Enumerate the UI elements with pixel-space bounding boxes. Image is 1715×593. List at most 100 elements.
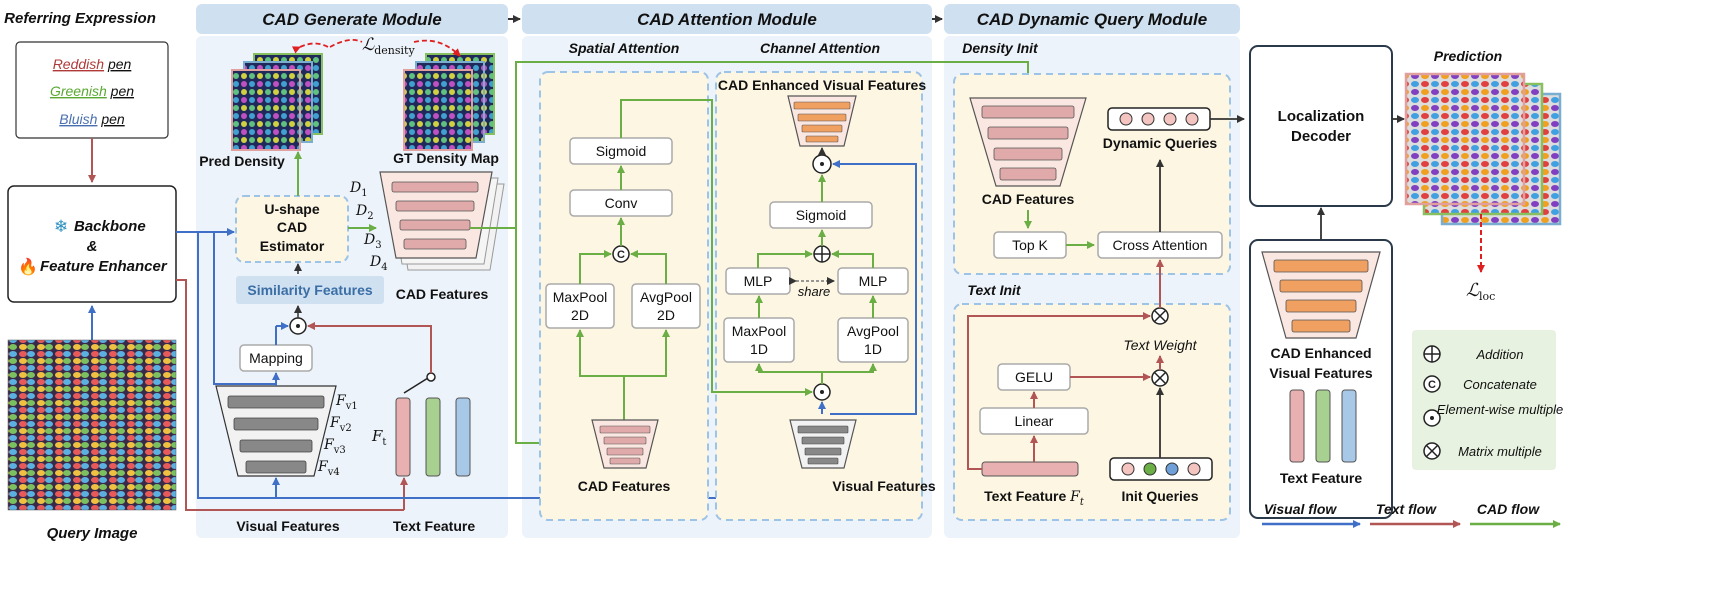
ft-label: Ft xyxy=(371,427,386,448)
gt-density-label: GT Density Map xyxy=(393,150,499,166)
text-bar-red xyxy=(395,397,411,477)
estimator-line1: U-shape xyxy=(264,201,319,217)
text-init-title: Text Init xyxy=(967,282,1021,298)
attention-visual-pyramid xyxy=(789,419,857,469)
svg-text:Greenish pen: Greenish pen xyxy=(50,83,134,99)
avgpool1d-line1: AvgPool xyxy=(847,323,899,339)
cad-enhanced-label: CAD Enhanced Visual Features xyxy=(718,77,926,93)
switch-line xyxy=(403,377,429,394)
fv4-label: Fv4 xyxy=(317,459,340,478)
text-to-multiply-flow xyxy=(307,322,432,373)
text-feature-label: Text Feature xyxy=(393,518,475,534)
svg-text:Reddish pen: Reddish pen xyxy=(53,56,132,72)
cad-features-stack xyxy=(379,171,505,271)
visual-features-pyramid xyxy=(215,385,337,477)
fire-icon: 🔥 xyxy=(18,257,38,276)
referring-item-1: Reddish pen xyxy=(53,56,132,72)
mlp-left-to-add xyxy=(757,250,813,268)
density-loss-label: ℒdensity xyxy=(362,35,415,57)
attention-visual-features-label: Visual Features xyxy=(832,478,935,494)
dynamic-query-4 xyxy=(1185,112,1199,126)
maxpool-to-concat xyxy=(579,250,612,284)
generate-module-header-bg xyxy=(196,4,508,34)
init-queries-label: Init Queries xyxy=(1121,488,1198,504)
legend-cad-flow-label: CAD flow xyxy=(1477,501,1540,517)
d1-label: D1 xyxy=(349,180,368,199)
prediction-stack xyxy=(1404,72,1562,226)
d2-label: D2 xyxy=(355,203,374,222)
textbar-to-mm1 xyxy=(967,312,1151,470)
referring-color-1: Reddish xyxy=(53,56,105,72)
decoder-line1: Localization xyxy=(1278,108,1365,125)
legend-text-flow-label: Text flow xyxy=(1376,501,1437,517)
init-query-3 xyxy=(1165,462,1179,476)
avgpool2d-line1: AvgPool xyxy=(640,289,692,305)
spatial-attention-title: Spatial Attention xyxy=(569,40,680,56)
referring-color-3: Bluish xyxy=(59,111,97,127)
legend-concat-label: Concatenate xyxy=(1463,377,1537,392)
backbone-line2: Feature Enhancer xyxy=(40,258,168,275)
dynamic-text-feature-label: Text Feature Ft xyxy=(984,488,1085,508)
maxpool2d-line2: 2D xyxy=(571,307,589,323)
pred-density-stack xyxy=(231,53,323,151)
svg-text:Bluish pen: Bluish pen xyxy=(59,111,125,127)
init-query-4 xyxy=(1187,462,1201,476)
init-query-2 xyxy=(1143,462,1157,476)
switch-knob xyxy=(426,372,436,382)
mlp-right-to-add xyxy=(831,250,874,268)
generate-module-header: CAD Generate Module xyxy=(262,10,441,29)
d3-label: D3 xyxy=(363,232,382,251)
concat-symbol: C xyxy=(617,249,625,261)
referring-noun-2: pen xyxy=(110,83,135,99)
pred-density-label: Pred Density xyxy=(199,153,285,169)
visual-features-label: Visual Features xyxy=(236,518,339,534)
similarity-box xyxy=(236,276,384,304)
legend-mm-b xyxy=(1425,444,1439,458)
maxpool1d-line1: MaxPool xyxy=(732,323,786,339)
legend-elementwise-dot xyxy=(1430,416,1434,420)
query-image xyxy=(7,339,177,511)
referring-noun-3: pen xyxy=(100,111,125,127)
legend-elementwise-line: Element-wise multiple xyxy=(1437,402,1563,417)
channel-attention-title: Channel Attention xyxy=(760,40,880,56)
right-text-bar-blue xyxy=(1341,389,1357,463)
estimator-line3: Estimator xyxy=(260,238,325,254)
topk-label: Top K xyxy=(1012,237,1048,253)
referring-title: Referring Expression xyxy=(4,10,156,27)
similarity-label: Similarity Features xyxy=(247,282,372,298)
density-loss-arrow-right xyxy=(413,39,461,57)
prediction-label: Prediction xyxy=(1434,48,1502,64)
visual-to-estimator-flow xyxy=(198,231,276,385)
cad-features-small-pyramid xyxy=(591,419,659,469)
sigmoid2-label: Sigmoid xyxy=(796,207,847,223)
text-main-flow xyxy=(176,279,404,511)
dynamic-query-3 xyxy=(1163,112,1177,126)
mm2-b xyxy=(1153,371,1167,385)
loc-loss-label: ℒloc xyxy=(1466,280,1495,303)
fv3-label: Fv3 xyxy=(323,437,346,456)
estimator-line2: CAD xyxy=(277,219,307,235)
cross-attention-label: Cross Attention xyxy=(1113,237,1208,253)
dynamic-query-2 xyxy=(1141,112,1155,126)
dynamic-cad-features-label: CAD Features xyxy=(982,191,1075,207)
right-text-feature-label: Text Feature xyxy=(1280,470,1362,486)
right-text-bar-green xyxy=(1315,389,1331,463)
cad-features-label: CAD Features xyxy=(396,286,489,302)
conv-label: Conv xyxy=(605,195,638,211)
right-text-bar-red xyxy=(1289,389,1305,463)
avgpool-to-concat xyxy=(630,250,667,284)
text-bar-green xyxy=(425,397,441,477)
attention-module-header: CAD Attention Module xyxy=(637,10,817,29)
right-cad-enhanced-pyramid xyxy=(1261,251,1381,339)
elementwise-dot-2 xyxy=(820,162,824,166)
dynamic-query-1 xyxy=(1119,112,1133,126)
legend-concat-symbol: C xyxy=(1428,379,1436,391)
mlp-right-label: MLP xyxy=(859,273,888,289)
referring-color-2: Greenish xyxy=(50,83,107,99)
visual-to-multiply2-flow xyxy=(830,160,917,415)
backbone-box xyxy=(7,185,177,303)
cad-enhanced-pyramid xyxy=(787,95,857,147)
legend-matrix-label: Matrix multiple xyxy=(1458,444,1542,459)
legend-addition-label: Addition xyxy=(1476,347,1524,362)
